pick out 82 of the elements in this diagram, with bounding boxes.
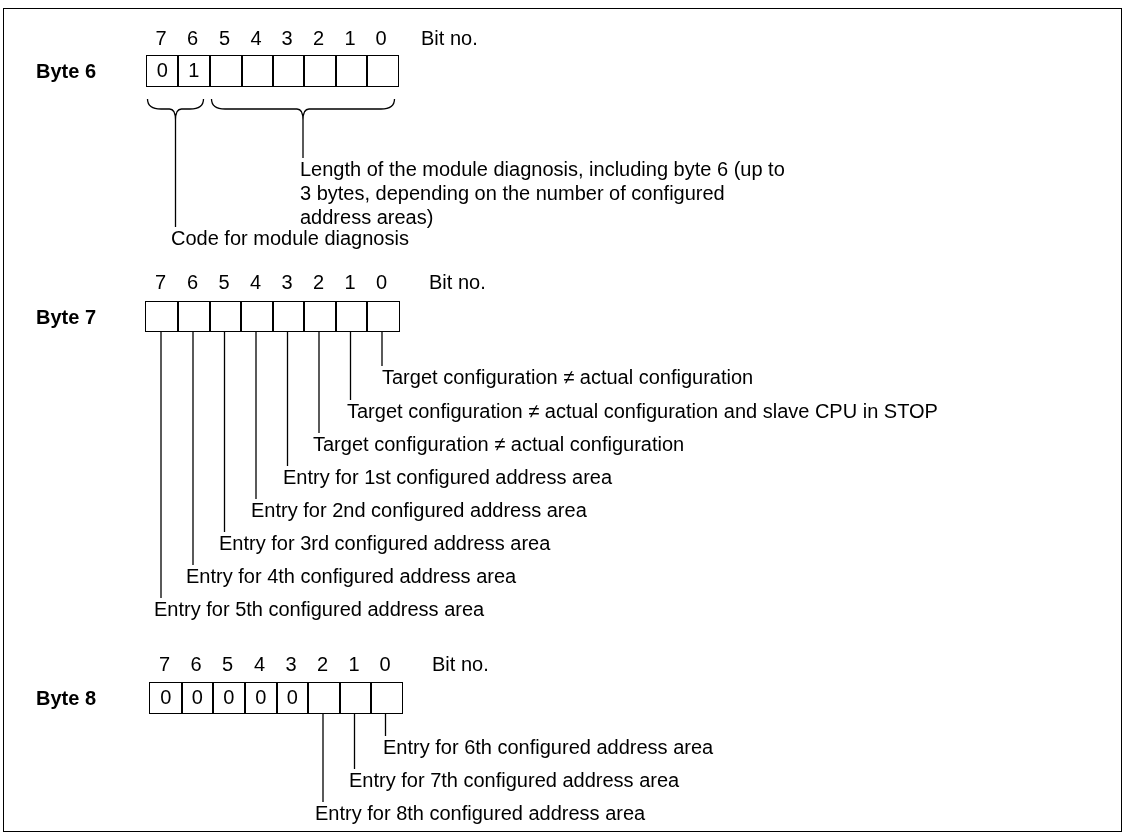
bit-number: 2	[313, 270, 325, 294]
leader-line	[302, 119, 304, 159]
axis-caption: Bit no.	[421, 26, 478, 50]
empty-bit-cell	[307, 682, 341, 714]
empty-bit-cell	[303, 55, 337, 87]
bit-cell: 1	[177, 55, 211, 87]
description-text: Entry for 6th configured address area	[383, 735, 714, 759]
description-text: Entry for 2nd configured address area	[251, 498, 587, 522]
bit-number: 2	[313, 26, 325, 50]
empty-bit-cell	[209, 301, 242, 332]
bit-cell: 0	[212, 682, 246, 714]
bit-number: 3	[281, 270, 293, 294]
description-text: Entry for 1st configured address area	[283, 465, 613, 489]
bit-number: 6	[187, 26, 199, 50]
empty-bit-cell	[339, 682, 372, 714]
empty-bit-cell	[272, 55, 305, 87]
bit-number: 3	[281, 26, 293, 50]
empty-bit-cell	[241, 55, 274, 87]
byte-label: Byte 8	[36, 686, 97, 710]
description-text: Entry for 7th configured address area	[349, 768, 680, 792]
bit-number: 0	[375, 26, 387, 50]
bit-number: 4	[250, 26, 262, 50]
leader-line	[255, 331, 257, 500]
description-text: Entry for 5th configured address area	[154, 597, 485, 621]
description-text: Code for module diagnosis	[171, 226, 409, 250]
empty-bit-cell	[370, 682, 403, 714]
bit-number: 1	[348, 652, 360, 676]
bit-cell: 0	[149, 682, 183, 714]
bit-number: 7	[159, 652, 171, 676]
bit-cell: 0	[146, 55, 179, 87]
empty-bit-cell	[145, 301, 179, 332]
description-text: Target configuration ≠ actual configuration	[382, 365, 754, 389]
bit-cell: 0	[276, 682, 309, 714]
empty-bit-cell	[177, 301, 211, 332]
bit-number: 0	[376, 270, 388, 294]
axis-caption: Bit no.	[432, 652, 489, 676]
bit-number: 5	[222, 652, 234, 676]
leader-line	[192, 331, 194, 566]
bit-number: 4	[254, 652, 266, 676]
leader-line	[384, 713, 387, 737]
bit-number: 6	[190, 652, 202, 676]
description-text: Entry for 8th configured address area	[315, 801, 646, 825]
bit-number: 4	[250, 270, 262, 294]
empty-bit-cell	[240, 301, 274, 332]
byte-label: Byte 6	[36, 59, 97, 83]
empty-bit-cell	[335, 301, 368, 332]
empty-bit-cell	[366, 301, 400, 332]
byte-label: Byte 7	[36, 305, 97, 329]
bit-number: 5	[219, 26, 231, 50]
leader-line	[174, 119, 177, 228]
curly-brace	[147, 99, 204, 120]
bit-cell: 0	[181, 682, 214, 714]
bit-number: 3	[285, 652, 297, 676]
leader-line	[349, 331, 352, 401]
empty-bit-cell	[335, 55, 368, 87]
leader-line	[318, 331, 320, 434]
bit-number: 5	[218, 270, 230, 294]
description-text: Entry for 3rd configured address area	[219, 531, 551, 555]
curly-brace	[211, 99, 395, 120]
leader-line	[381, 331, 383, 367]
axis-caption: Bit no.	[429, 270, 486, 294]
leader-line	[322, 713, 324, 803]
leader-line	[353, 713, 356, 770]
bit-number: 7	[155, 26, 167, 50]
leader-line	[223, 331, 226, 533]
bit-number: 1	[344, 26, 356, 50]
description-text: Length of the module diagnosis, including byte 6 (up to 3 bytes, depending on the number of configured address areas)	[300, 157, 800, 229]
empty-bit-cell	[303, 301, 337, 332]
leader-line	[286, 331, 289, 467]
description-text: Entry for 4th configured address area	[186, 564, 517, 588]
leader-line	[160, 331, 162, 599]
empty-bit-cell	[366, 55, 399, 87]
bit-number: 7	[155, 270, 167, 294]
empty-bit-cell	[272, 301, 305, 332]
empty-bit-cell	[209, 55, 243, 87]
description-text: Target configuration ≠ actual configuration	[313, 432, 685, 456]
bit-number: 1	[344, 270, 356, 294]
bit-number: 0	[379, 652, 391, 676]
bit-number: 2	[317, 652, 329, 676]
bit-number: 6	[187, 270, 199, 294]
description-text: Target configuration ≠ actual configuration and slave CPU in STOP	[347, 399, 938, 423]
bit-cell: 0	[244, 682, 278, 714]
